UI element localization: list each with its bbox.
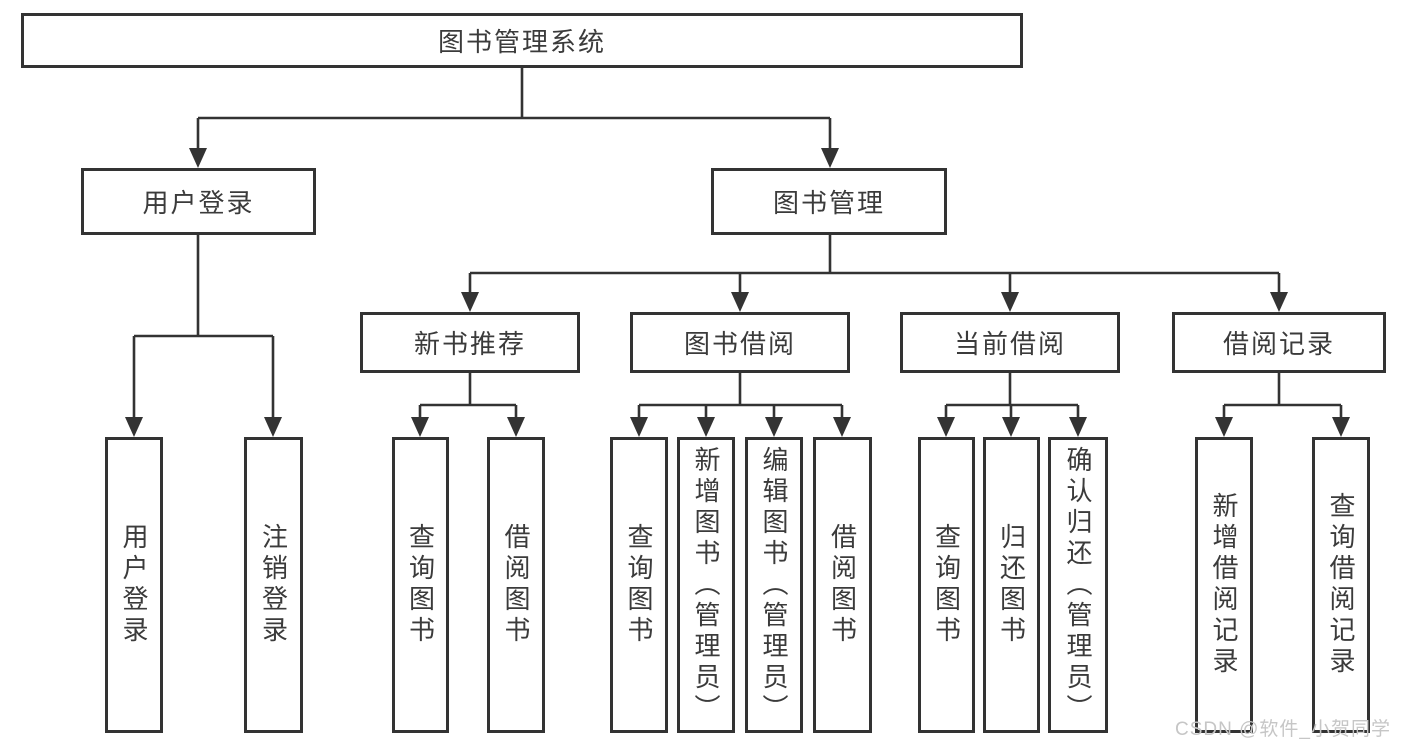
leaf-add-book-admin: 新增图书（管理员） [677, 437, 735, 733]
node-new-book-recommend: 新书推荐 [360, 312, 580, 373]
node-book-borrowing: 图书借阅 [630, 312, 850, 373]
leaf-confirm-return-admin-label: 确认归还（管理员） [1063, 445, 1093, 725]
leaf-query-books-3-label: 查询图书 [931, 523, 962, 647]
node-borrow-records-label: 借阅记录 [1222, 329, 1335, 359]
leaf-user-login: 用户登录 [105, 437, 163, 733]
node-book-management-label: 图书管理 [772, 188, 885, 218]
leaf-return-books-label: 归还图书 [996, 523, 1027, 647]
leaf-borrow-books-2-label: 借阅图书 [827, 523, 858, 647]
leaf-query-books-3: 查询图书 [918, 437, 975, 733]
node-book-borrowing-label: 图书借阅 [683, 329, 796, 359]
node-current-borrowing: 当前借阅 [900, 312, 1120, 373]
node-root-system: 图书管理系统 [21, 13, 1023, 68]
leaf-user-login-label: 用户登录 [119, 523, 149, 647]
node-user-login: 用户登录 [81, 168, 316, 235]
leaf-query-books-1: 查询图书 [392, 437, 449, 733]
node-new-book-recommend-label: 新书推荐 [413, 329, 526, 359]
leaf-borrow-books-1-label: 借阅图书 [501, 523, 531, 647]
leaf-logout: 注销登录 [244, 437, 303, 733]
leaf-logout-label: 注销登录 [258, 523, 289, 647]
node-current-borrowing-label: 当前借阅 [953, 329, 1066, 359]
node-borrow-records: 借阅记录 [1172, 312, 1386, 373]
watermark: CSDN @软件_小贺同学 [1175, 719, 1391, 740]
leaf-return-books: 归还图书 [983, 437, 1040, 733]
leaf-query-books-2: 查询图书 [610, 437, 668, 733]
leaf-query-books-2-label: 查询图书 [624, 523, 654, 647]
node-user-login-label: 用户登录 [142, 188, 255, 218]
leaf-query-books-1-label: 查询图书 [405, 523, 436, 647]
leaf-borrow-books-2: 借阅图书 [813, 437, 872, 733]
leaf-edit-book-admin: 编辑图书（管理员） [745, 437, 803, 733]
leaf-borrow-books-1: 借阅图书 [487, 437, 545, 733]
leaf-add-book-admin-label: 新增图书（管理员） [691, 445, 721, 725]
leaf-add-borrow-record-label: 新增借阅记录 [1209, 492, 1239, 678]
leaf-query-borrow-record: 查询借阅记录 [1312, 437, 1370, 733]
node-root-system-label: 图书管理系统 [437, 27, 606, 57]
node-book-management: 图书管理 [711, 168, 947, 235]
arrowheads [125, 148, 1350, 437]
leaf-query-borrow-record-label: 查询借阅记录 [1326, 492, 1356, 678]
leaf-confirm-return-admin: 确认归还（管理员） [1048, 437, 1108, 733]
leaf-edit-book-admin-label: 编辑图书（管理员） [759, 445, 789, 725]
leaf-add-borrow-record: 新增借阅记录 [1195, 437, 1253, 733]
